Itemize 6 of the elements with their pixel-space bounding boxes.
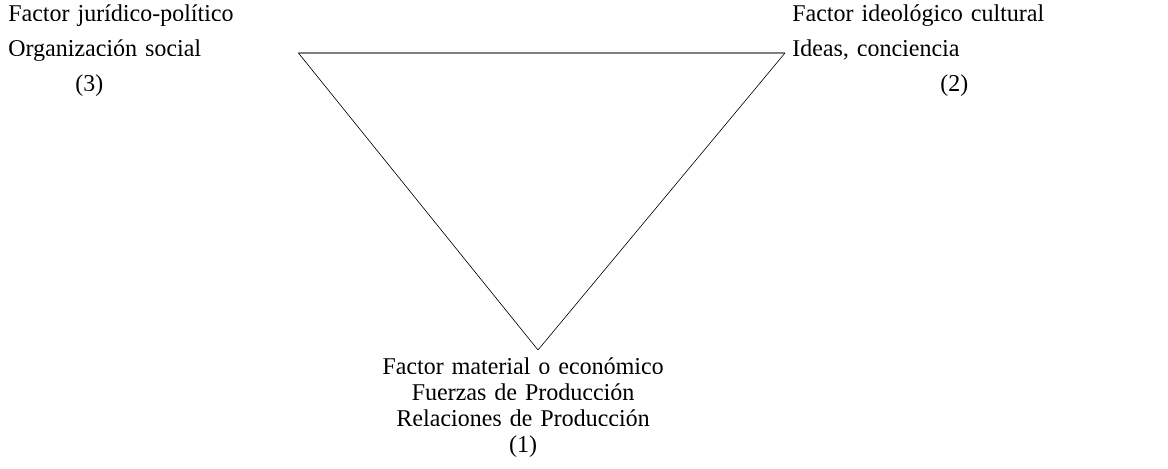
corner-label: Factor jurídico-político Organización social (3) — [8, 4, 233, 96]
triangle-side — [537, 52, 786, 351]
corner-label: Factor material o económico Fuerzas de Producción Relaciones de Producción (1) — [383, 357, 663, 457]
corner-label: Factor ideológico cultural Ideas, conciencia (2) — [792, 4, 1044, 96]
triangle-side — [297, 52, 786, 54]
triangle-side — [297, 52, 539, 351]
